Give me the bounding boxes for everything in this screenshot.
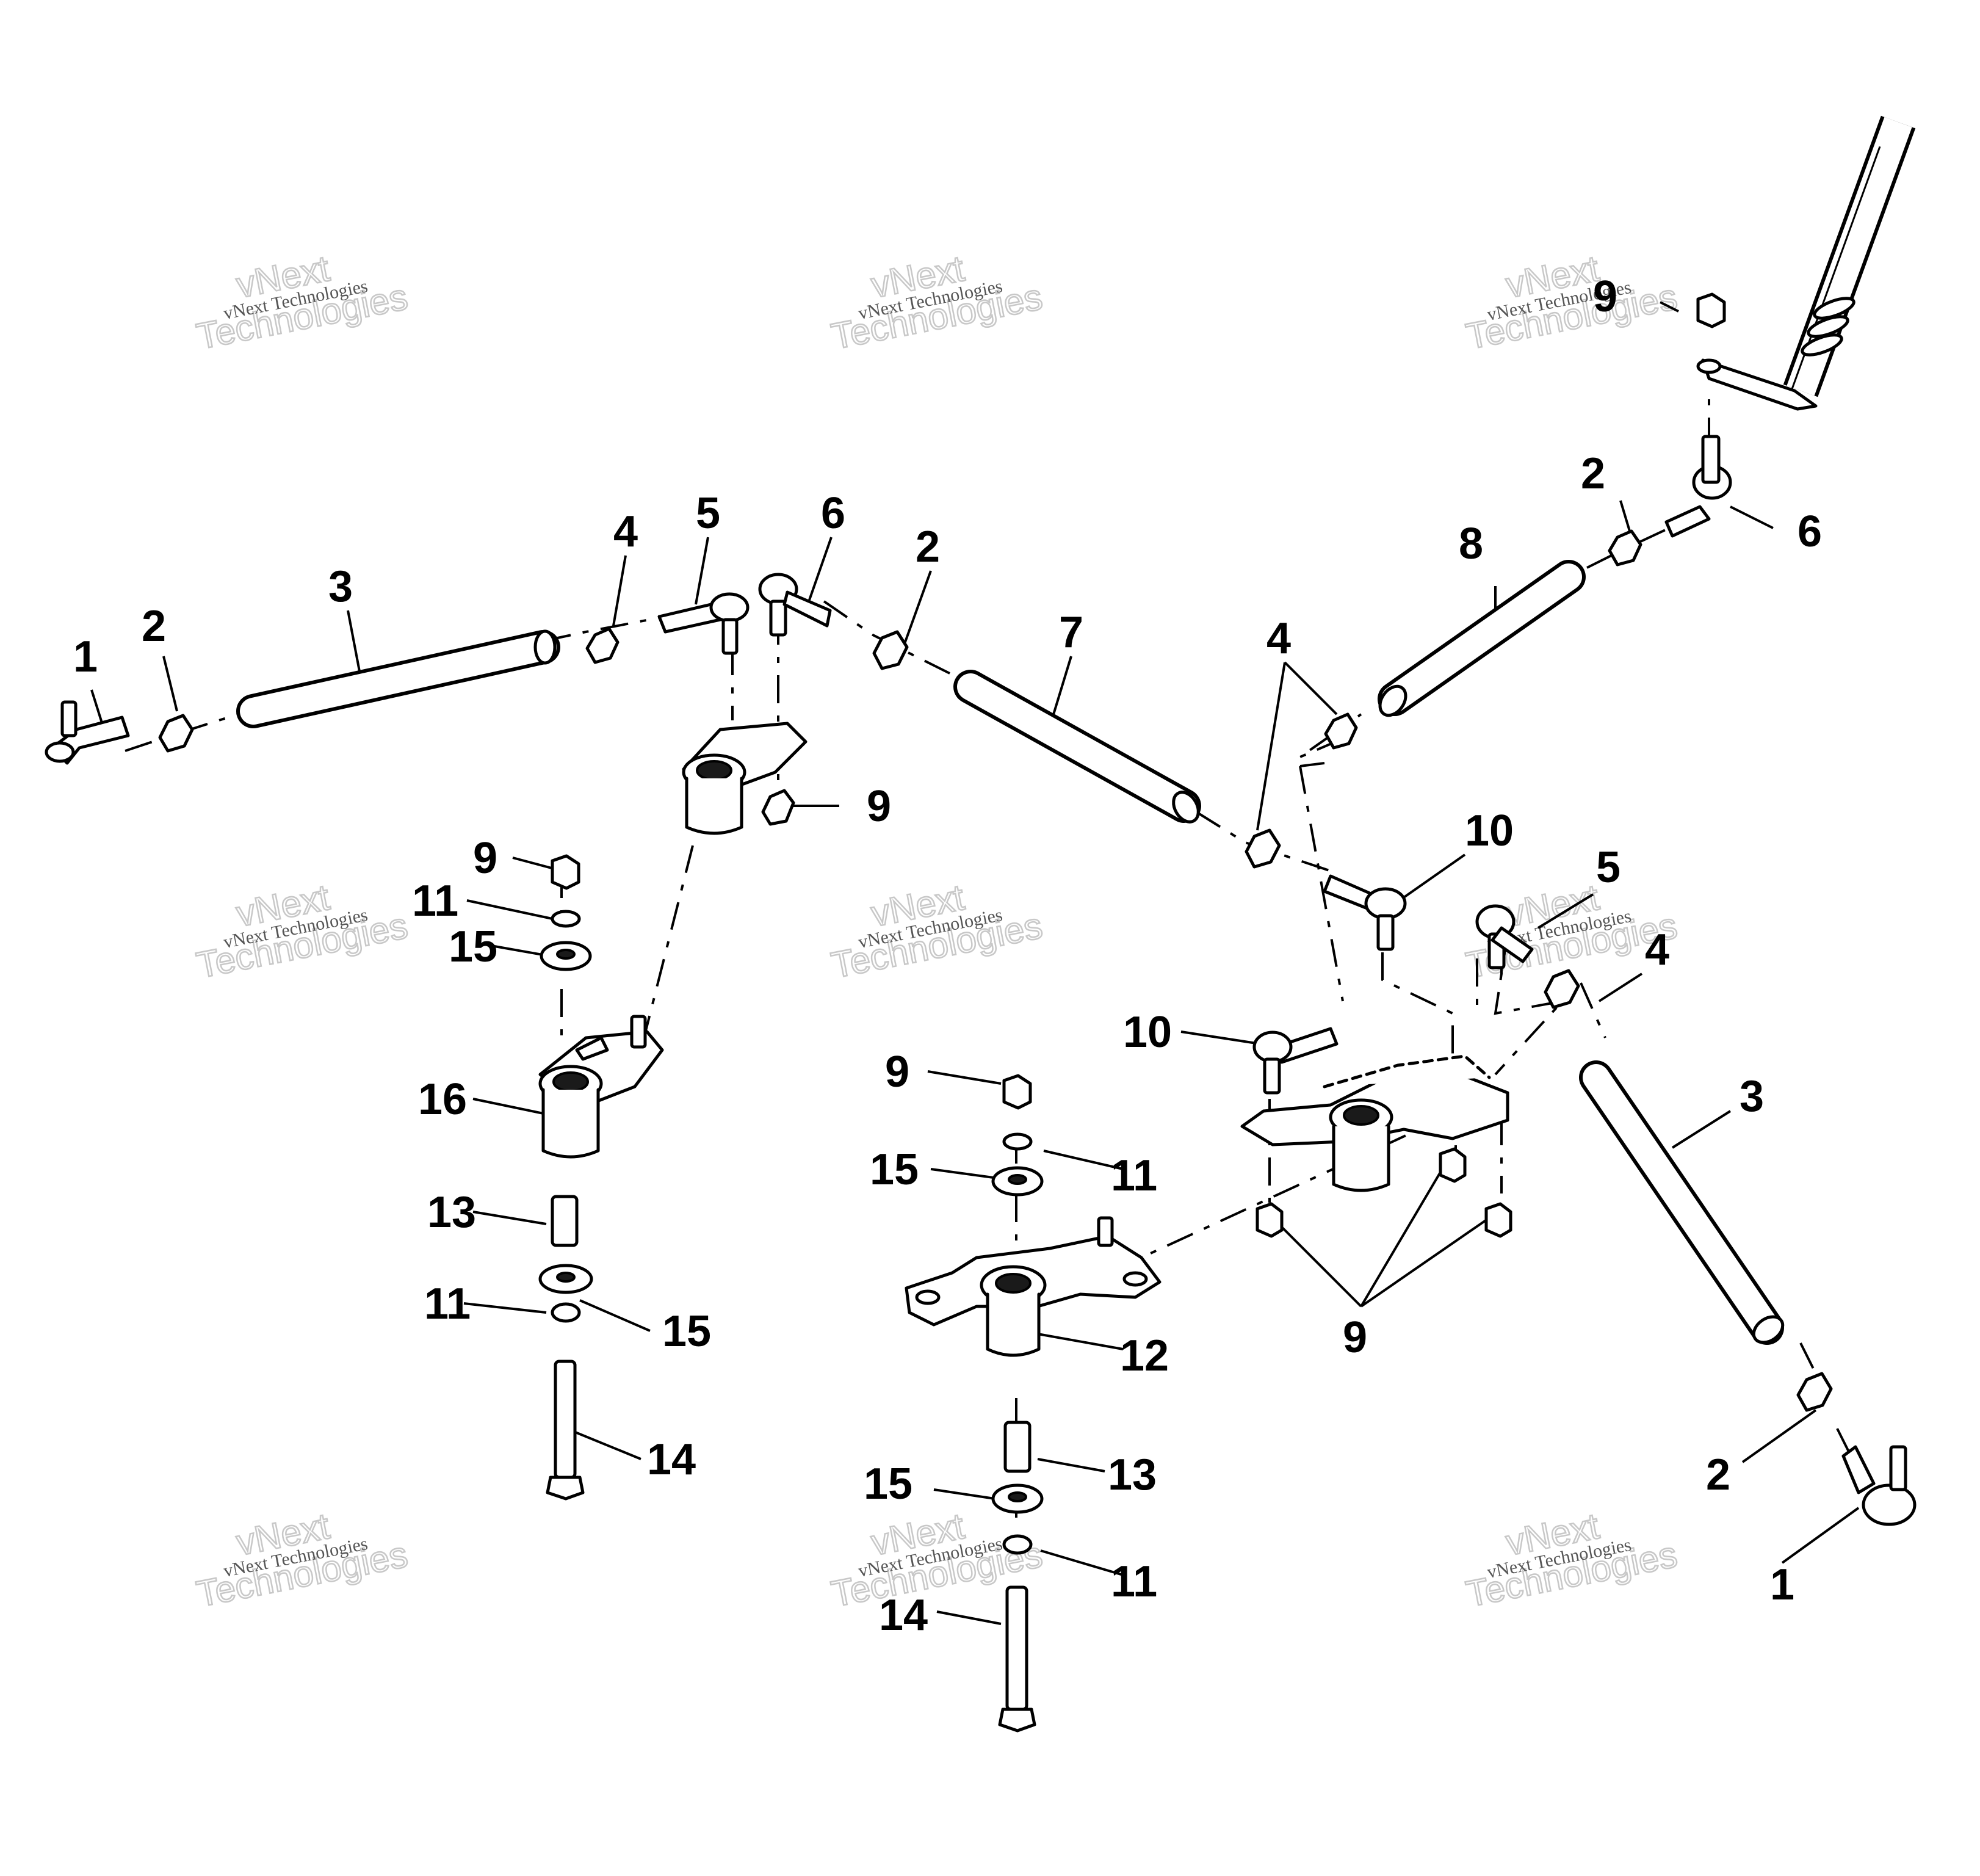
callout-14-left: 14 <box>647 1435 696 1484</box>
steering-arm-right <box>1240 1054 1512 1238</box>
callout-16: 16 <box>418 1075 467 1124</box>
nut-9-top-right <box>1696 292 1726 328</box>
watermark-bottom-left: vNext Technologies vNext Technologies <box>192 1505 411 1616</box>
callout-14-center: 14 <box>879 1591 928 1640</box>
callout-11-left-top: 11 <box>412 877 458 925</box>
callout-2-center: 2 <box>916 523 940 571</box>
callout-9-center: 9 <box>885 1048 909 1096</box>
watermark-bottom-right: vNext Technologies vNext Technologies <box>1462 1505 1681 1616</box>
hardware-stack-left <box>538 854 593 1501</box>
tie-rod-end-10-upper <box>1323 874 1407 951</box>
tie-rod-end-6-left <box>758 573 832 637</box>
callout-11-center-bottom: 11 <box>1111 1557 1157 1606</box>
callout-11-center-top: 11 <box>1111 1151 1157 1200</box>
callout-5-right: 5 <box>1596 843 1620 892</box>
tie-rod-end-1-left <box>45 700 130 765</box>
callout-6-left: 6 <box>821 489 845 538</box>
jam-nuts <box>158 529 1833 1412</box>
tie-rod-3-right <box>1579 1060 1785 1345</box>
callout-13-left: 13 <box>427 1188 476 1237</box>
watermark-top-right: vNext Technologies vNext Technologies <box>1462 247 1681 358</box>
callout-12: 12 <box>1120 1331 1169 1380</box>
watermark-top-center: vNext Technologies vNext Technologies <box>827 247 1046 358</box>
callout-15-left-bottom: 15 <box>662 1307 711 1356</box>
callout-9-left: 9 <box>473 834 497 883</box>
callout-5-left: 5 <box>696 489 720 538</box>
callout-6-right: 6 <box>1798 507 1822 556</box>
callout-15-left-top: 15 <box>449 922 497 971</box>
tie-rod-end-1-right <box>1841 1445 1917 1526</box>
callout-2-right: 2 <box>1581 449 1605 498</box>
callout-4-center: 4 <box>1266 614 1291 663</box>
pitman-arm-16 <box>538 1015 664 1159</box>
callout-8: 8 <box>1459 520 1483 568</box>
callout-15-center-bottom: 15 <box>864 1460 912 1508</box>
callout-10-lower: 10 <box>1123 1008 1172 1057</box>
callout-1-left: 1 <box>73 632 98 681</box>
tie-rod-end-5-left <box>657 592 750 655</box>
callout-1-bottom-right: 1 <box>1770 1560 1794 1609</box>
tie-rod-7 <box>953 670 1201 824</box>
callout-3-right: 3 <box>1740 1072 1764 1121</box>
watermark-mid-left: vNext Technologies vNext Technologies <box>192 876 411 987</box>
watermark-mid-center: vNext Technologies vNext Technologies <box>827 876 1046 987</box>
tie-rod-end-6-right <box>1664 435 1732 538</box>
callout-3-left: 3 <box>328 562 353 611</box>
callout-2-left: 2 <box>142 602 166 651</box>
callout-2-bottom-right: 2 <box>1706 1450 1730 1499</box>
tie-rod-end-5-right <box>1475 904 1534 969</box>
callout-15-center-top: 15 <box>870 1145 919 1194</box>
assembly-centerlines <box>125 391 1851 1520</box>
steering-shaft <box>1696 115 1916 411</box>
callout-4-left: 4 <box>613 507 638 556</box>
hardware-stack-center <box>991 1074 1044 1733</box>
callout-13-center: 13 <box>1108 1450 1157 1499</box>
tie-rod-8 <box>1378 560 1586 717</box>
idler-arm-upper-left <box>682 722 808 835</box>
watermark-top-left: vNext Technologies vNext Technologies <box>192 247 411 358</box>
tie-rod-3-left <box>236 629 560 728</box>
callout-labels: 1 2 3 4 5 6 2 7 9 9 11 15 16 13 11 15 14… <box>73 272 1822 1640</box>
center-arm-12 <box>905 1216 1162 1357</box>
callout-7: 7 <box>1059 608 1083 657</box>
leader-lines <box>90 301 1860 1625</box>
callout-9-upper-center: 9 <box>867 782 891 831</box>
callout-9-top-right: 9 <box>1593 272 1617 321</box>
callout-11-left-bottom: 11 <box>424 1280 471 1328</box>
callout-10-upper: 10 <box>1465 806 1514 855</box>
callout-9-right-group: 9 <box>1343 1313 1367 1362</box>
tie-rod-end-10-lower <box>1252 1027 1339 1095</box>
callout-4-right: 4 <box>1645 925 1669 974</box>
